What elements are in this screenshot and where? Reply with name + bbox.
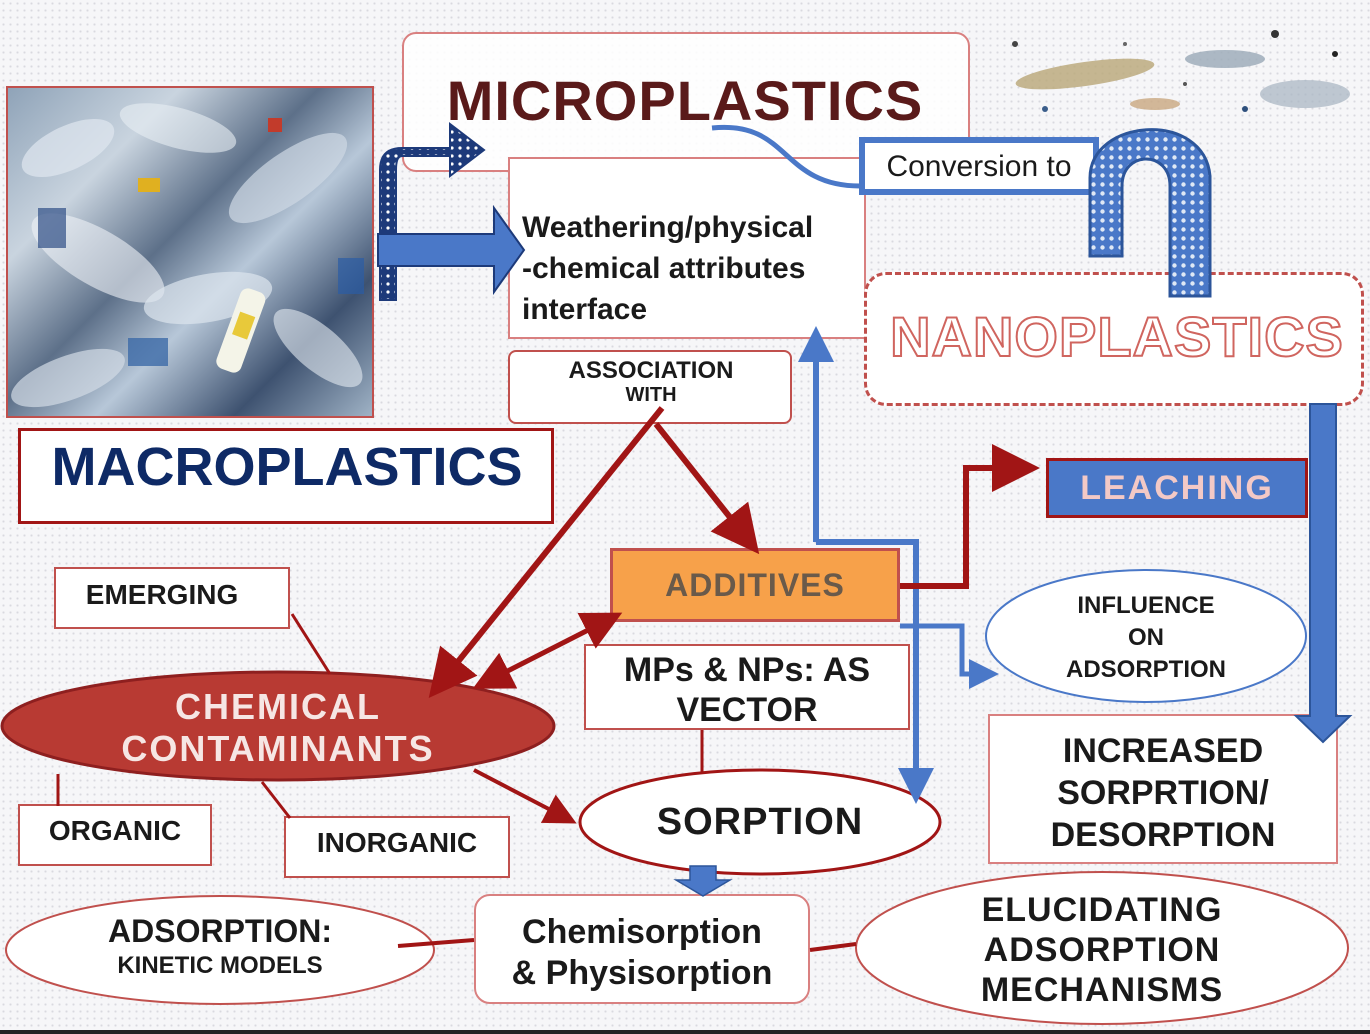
emerging-connector	[290, 613, 332, 675]
macro-to-weathering-arrow	[377, 204, 526, 296]
kinetic-connector	[397, 938, 475, 948]
association-to-additives-arrow	[653, 422, 760, 555]
vector-label: MPs & NPs: AS VECTOR	[588, 650, 906, 730]
microplastics-title: MICROPLASTICS	[446, 69, 924, 132]
influence-ellipse	[985, 569, 1307, 703]
conversion-hook-arrow	[1088, 128, 1212, 298]
chemisorption-line-1: Chemisorption	[522, 913, 762, 951]
macroplastics-box	[18, 428, 554, 524]
influence-line-2: ON	[1128, 623, 1164, 651]
additives-label: ADDITIVES	[665, 567, 845, 603]
association-line-2: WITH	[625, 384, 677, 407]
nano-to-increased-arrow	[1293, 403, 1353, 744]
elucidating-line-3: MECHANISMS	[980, 971, 1224, 1010]
adsorption-kinetic-ellipse	[5, 895, 435, 1005]
additives-to-leaching-arrow	[900, 444, 1040, 589]
association-label: ASSOCIATION WITH	[512, 357, 790, 407]
macro-to-micro-arrow	[379, 121, 486, 301]
sorption-to-chemisorption-arrow	[673, 865, 733, 897]
inorganic-box	[284, 816, 510, 878]
elucidating-line-2: ADSORPTION	[983, 931, 1221, 970]
organic-label: ORGANIC	[48, 815, 182, 846]
emerging-box	[54, 567, 290, 629]
weathering-line-2: -chemical attributes	[522, 251, 806, 285]
vector-line-1: MPs & NPs: AS	[623, 651, 871, 689]
macroplastics-title: MACROPLASTICS	[51, 437, 523, 497]
increased-sorption-box	[988, 714, 1338, 864]
contaminants-line-2: CONTAMINANTS	[121, 728, 435, 770]
elucidating-label: ELUCIDATING ADSORPTION MECHANISMS	[900, 890, 1304, 1010]
microplastic-fragments-photo	[975, 14, 1365, 124]
inorganic-label: INORGANIC	[316, 827, 478, 858]
fragments-drawing	[1012, 30, 1350, 112]
association-line-1: ASSOCIATION	[568, 357, 734, 384]
arrow-to-influence	[900, 623, 999, 689]
chemisorption-box	[474, 894, 810, 1004]
influence-line-3: ADSORPTION	[1065, 655, 1226, 683]
increased-line-3: DESORPTION	[1050, 816, 1276, 855]
additives-box	[610, 548, 900, 622]
emerging-label: EMERGING	[85, 579, 239, 610]
chemical-contaminants-ellipse	[0, 670, 556, 782]
leaching-label: LEACHING	[1080, 469, 1274, 507]
increased-line-2: SORPRTION/	[1057, 774, 1269, 813]
nanoplastics-title: NANOPLASTICS	[889, 305, 1344, 368]
additives-contaminants-double-arrow	[472, 612, 623, 689]
association-box	[508, 350, 792, 424]
weathering-box	[508, 157, 866, 339]
chemical-contaminants-label: CHEMICAL CONTAMINANTS	[40, 686, 516, 771]
increased-line-1: INCREASED	[1062, 732, 1264, 770]
increased-label: INCREASED SORPRTION/ DESORPTION	[990, 730, 1336, 856]
kinetic-line-2: KINETIC MODELS	[117, 952, 323, 980]
sorption-label: SORPTION	[656, 801, 864, 843]
contaminants-to-sorption-arrow	[473, 768, 577, 824]
contaminants-line-1: CHEMICAL	[175, 686, 381, 727]
chemisorption-line-2: & Physisorption	[511, 953, 773, 992]
sorption-ellipse	[578, 768, 942, 876]
plastic-bottles-photo	[6, 86, 374, 418]
vector-line-2: VECTOR	[676, 691, 818, 730]
weathering-line-3: interface	[522, 292, 648, 326]
inorganic-connector	[260, 781, 292, 819]
down-arrow-to-sorption	[816, 539, 934, 804]
weathering-label: Weathering/physical -chemical attributes…	[522, 208, 862, 330]
adsorption-kinetic-label: ADSORPTION: KINETIC MODELS	[30, 913, 410, 980]
nanoplastics-box	[864, 272, 1364, 406]
leaching-box	[1046, 458, 1308, 518]
organic-box	[18, 804, 212, 866]
influence-line-1: INFLUENCE	[1077, 592, 1215, 619]
conversion-label: Conversion to	[886, 150, 1072, 183]
elucidating-connector	[809, 942, 857, 952]
elucidating-ellipse	[855, 871, 1349, 1025]
bottom-border	[0, 1030, 1370, 1034]
chemisorption-label: Chemisorption & Physisorption	[478, 912, 806, 994]
kinetic-line-1: ADSORPTION:	[108, 913, 332, 949]
weathering-line-1: Weathering/physical	[522, 211, 814, 244]
micro-to-conversion-line	[711, 124, 861, 189]
influence-label: INFLUENCE ON ADSORPTION	[1000, 590, 1292, 686]
bottles-drawing	[11, 103, 364, 408]
elucidating-line-1: ELUCIDATING	[981, 891, 1223, 929]
